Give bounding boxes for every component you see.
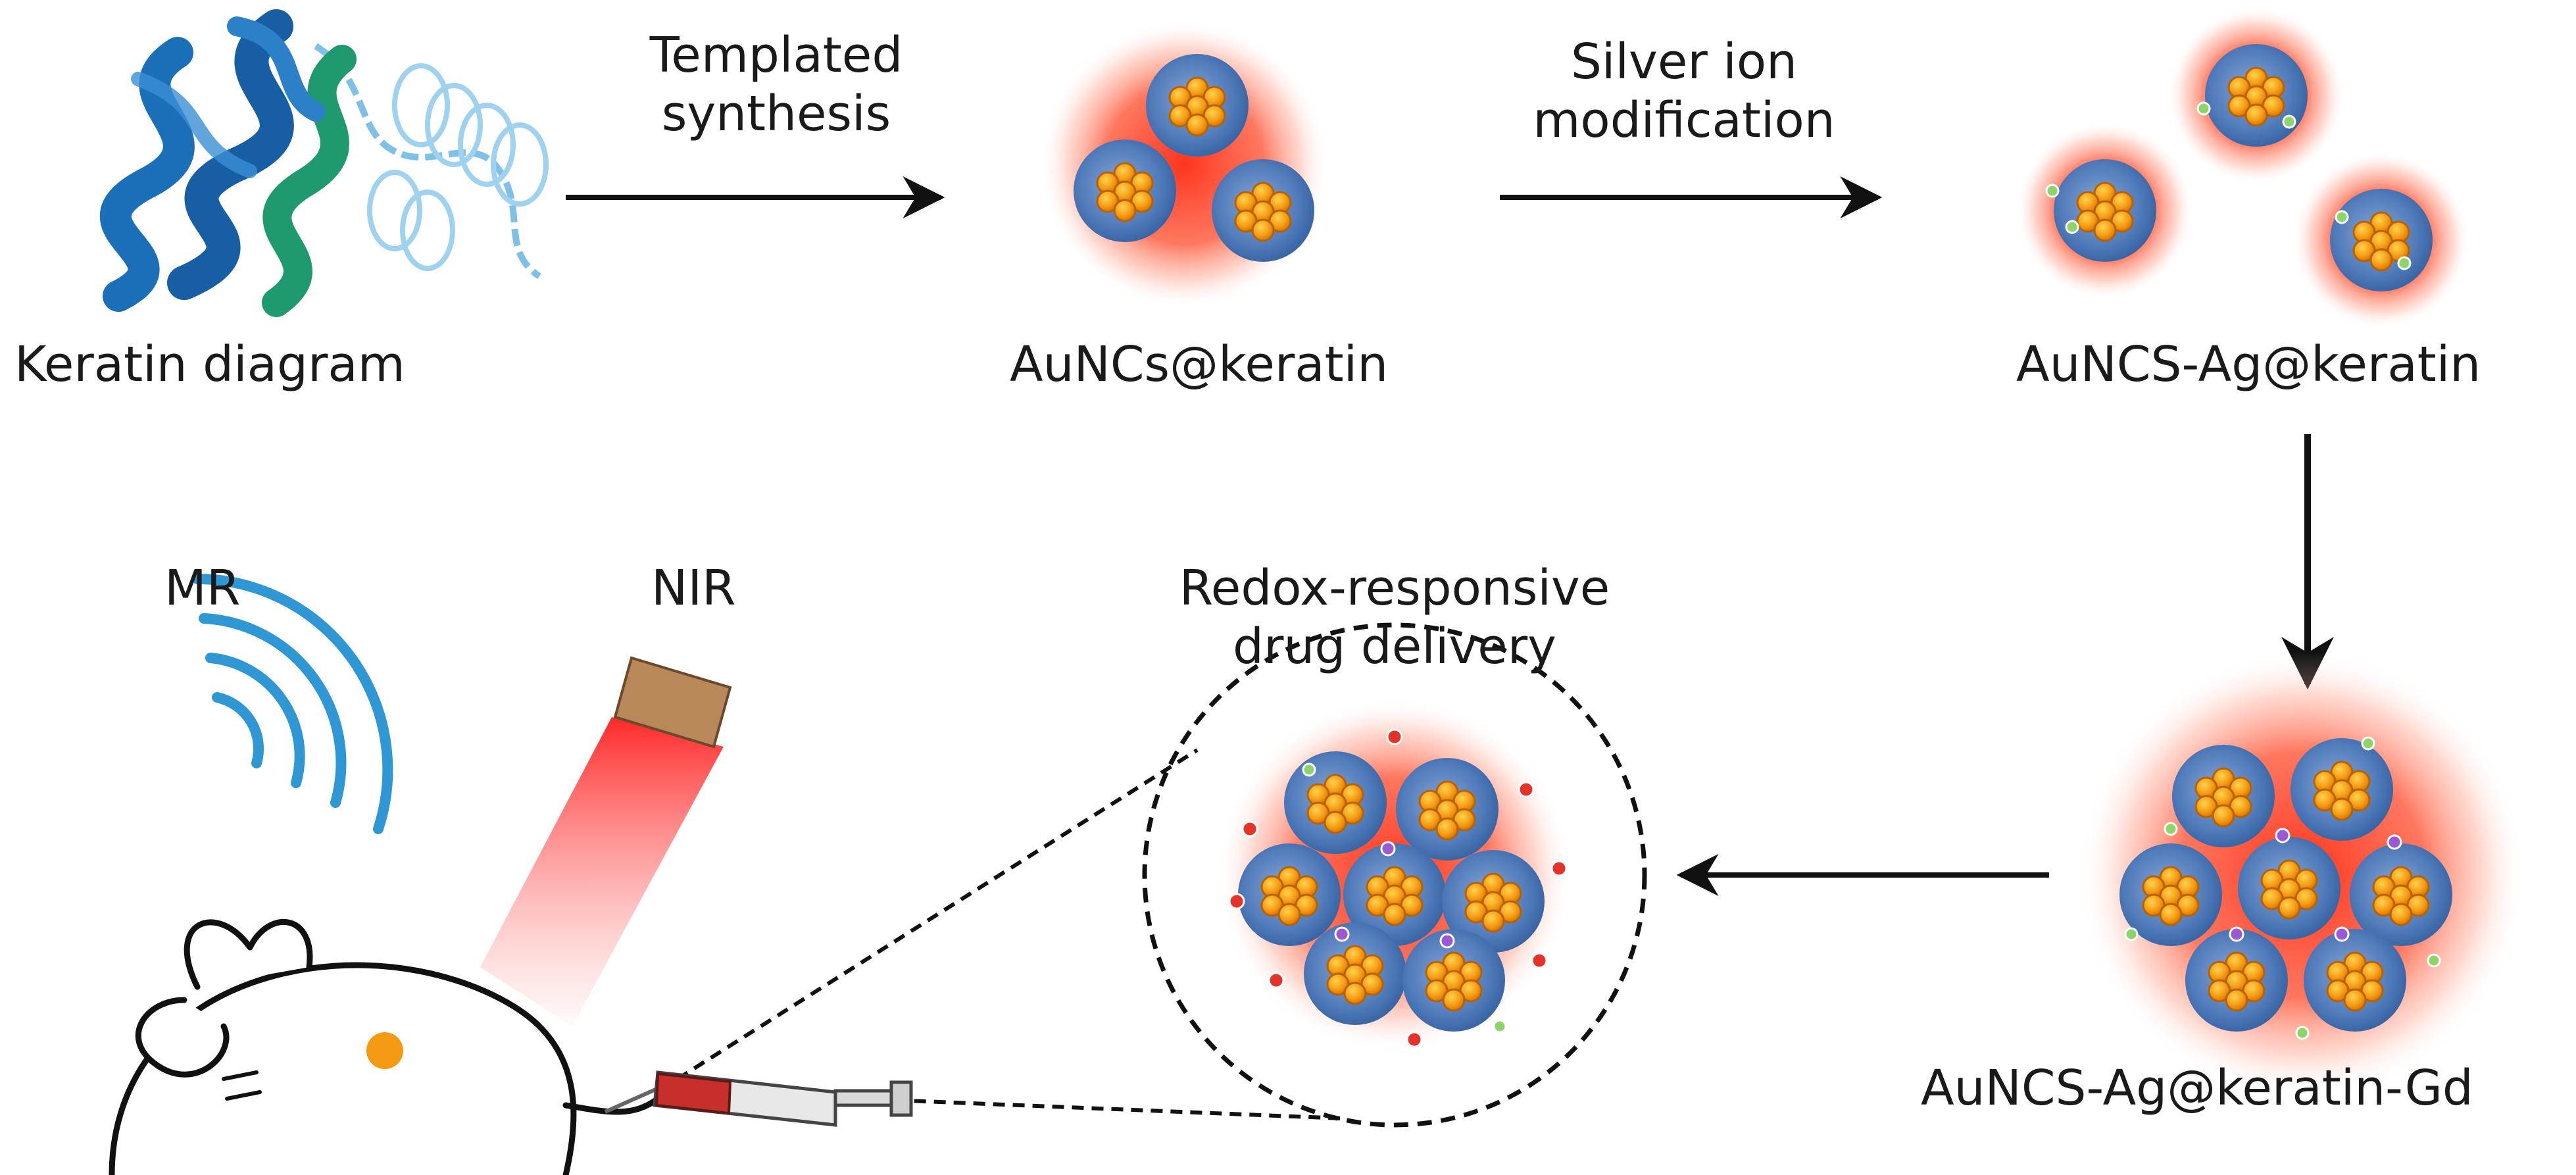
- auncs-ag-keratin-particles: [2016, 7, 2470, 329]
- mouse-icon: [109, 919, 661, 1175]
- label-templated-synthesis: Templated synthesis: [605, 26, 947, 143]
- keratin-structure-icon: [99, 9, 549, 317]
- label-redox-line1: Redox-responsive: [1179, 560, 1610, 616]
- label-auncs-ag-keratin-gd: AuNCS-Ag@keratin-Gd: [1921, 1060, 2473, 1116]
- label-mr: MR: [164, 560, 241, 616]
- label-nir: NIR: [651, 560, 736, 616]
- nir-lamp-icon: [480, 656, 732, 1026]
- label-redox-delivery: Redox-responsive drug delivery: [1151, 559, 1638, 676]
- label-silver-line1: Silver ion: [1570, 34, 1798, 90]
- label-redox-line2: drug delivery: [1233, 618, 1556, 675]
- label-silver-line2: modification: [1533, 91, 1835, 149]
- auncs-ag-keratin-gd-particle: [2079, 651, 2526, 1099]
- label-templated-line1: Templated: [649, 27, 903, 84]
- auncs-keratin-particle: [1039, 20, 1329, 309]
- label-keratin-diagram: Keratin diagram: [14, 336, 405, 393]
- drug-delivery-zoom: [1142, 622, 1647, 1128]
- label-silver-ion-modification: Silver ion modification: [1493, 33, 1875, 150]
- zoom-line-upper: [676, 748, 1199, 1081]
- mr-wave-icon: [192, 574, 393, 834]
- label-auncs-keratin: AuNCs@keratin: [1010, 336, 1389, 393]
- label-auncs-ag-keratin: AuNCS-Ag@keratin: [2016, 336, 2481, 393]
- syringe-icon: [604, 1070, 913, 1127]
- label-templated-line2: synthesis: [661, 85, 891, 142]
